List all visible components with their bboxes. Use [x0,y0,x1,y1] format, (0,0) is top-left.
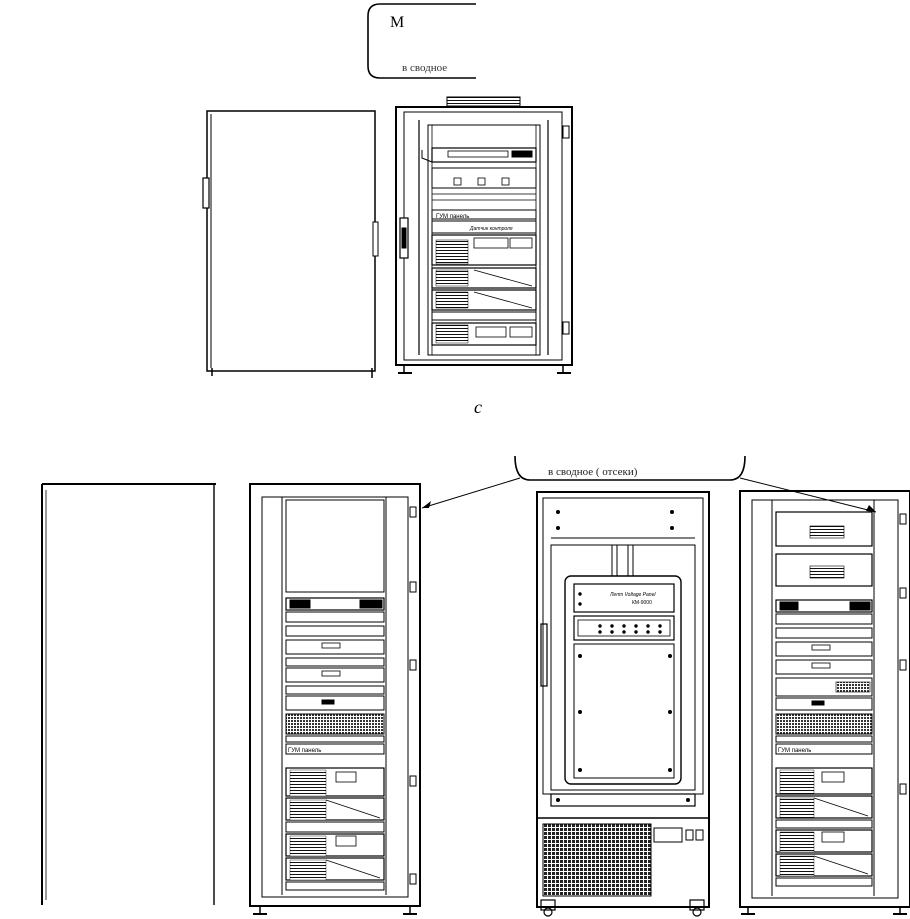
callout-bottom-text: в сводное ( отсеки) [548,466,638,478]
figure-label: с [474,397,482,417]
callout-top-line1: М [390,14,404,31]
open-cabinet-top [395,96,573,374]
callout-top: М в сводное [367,3,476,79]
rack-2 [536,491,710,917]
top-display-label: Датчик контроля [469,226,513,232]
closed-cabinet-bottom [41,483,216,905]
rack-1 [249,483,421,915]
callout-top-line2: в сводное [402,62,447,74]
rack2-device-model: КМ-9000 [632,600,652,606]
callout-bottom [421,455,877,513]
rack2-device-label: Лепт Voltage Panel [609,592,656,598]
closed-cabinet-top [202,110,379,378]
rack3-panel-label: ГУМ панель [778,748,811,754]
rack-3 [739,490,910,915]
top-panel-label: ГУМ панель [436,214,469,220]
rack1-panel-label: ГУМ панель [288,748,321,754]
